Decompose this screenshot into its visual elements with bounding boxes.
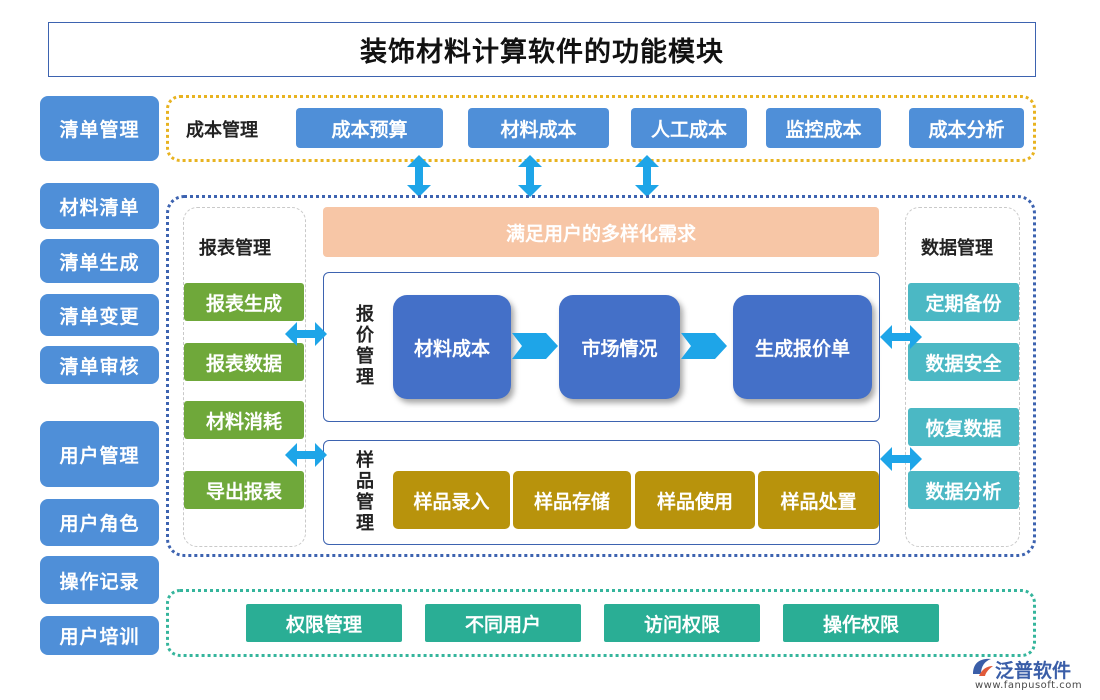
quote-management-label: 报价管理: [356, 304, 374, 388]
sample-entry-button[interactable]: 样品录入: [393, 471, 510, 529]
menu-item-operation-log[interactable]: 操作记录: [40, 556, 159, 604]
logo-name: 泛普软件: [995, 660, 1072, 682]
quote-step-material-cost[interactable]: 材料成本: [393, 295, 511, 399]
data-analysis-button[interactable]: 数据分析: [908, 471, 1019, 509]
report-data-button[interactable]: 报表数据: [184, 343, 304, 381]
quote-step-generate[interactable]: 生成报价单: [733, 295, 872, 399]
material-consumption-button[interactable]: 材料消耗: [184, 401, 304, 439]
cost-management-label: 成本管理: [186, 120, 258, 141]
horizontal-arrow-report-sample: [285, 443, 327, 467]
restore-data-button[interactable]: 恢复数据: [908, 408, 1019, 446]
menu-item-list-review[interactable]: 清单审核: [40, 346, 159, 384]
data-management-label: 数据管理: [921, 238, 993, 259]
menu-item-list-change[interactable]: 清单变更: [40, 294, 159, 336]
permission-management-button[interactable]: 权限管理: [246, 604, 402, 642]
data-management-column: [905, 207, 1020, 547]
export-report-button[interactable]: 导出报表: [184, 471, 304, 509]
logo-url: www.fanpusoft.com: [975, 680, 1083, 691]
horizontal-arrow-quote-data: [880, 325, 922, 349]
report-management-label: 报表管理: [199, 238, 271, 259]
chevron-right-icon: [681, 333, 727, 359]
main-module-frame: [166, 195, 1036, 557]
horizontal-arrow-report-quote: [285, 322, 327, 346]
sample-use-button[interactable]: 样品使用: [635, 471, 755, 529]
report-generate-button[interactable]: 报表生成: [184, 283, 304, 321]
scheduled-backup-button[interactable]: 定期备份: [908, 283, 1019, 321]
sample-storage-button[interactable]: 样品存储: [513, 471, 631, 529]
menu-item-user-management[interactable]: 用户管理: [40, 421, 159, 487]
vertical-arrow-3: [635, 155, 659, 197]
menu-item-user-roles[interactable]: 用户角色: [40, 499, 159, 546]
labor-cost-button[interactable]: 人工成本: [631, 108, 747, 148]
operation-permission-button[interactable]: 操作权限: [783, 604, 939, 642]
chevron-right-icon: [512, 333, 558, 359]
menu-item-list-generation[interactable]: 清单生成: [40, 239, 159, 283]
vertical-arrow-2: [518, 155, 542, 197]
quote-step-market[interactable]: 市场情况: [559, 295, 680, 399]
cost-analysis-button[interactable]: 成本分析: [909, 108, 1024, 148]
report-management-column: [183, 207, 306, 547]
different-users-button[interactable]: 不同用户: [425, 604, 581, 642]
menu-item-user-training[interactable]: 用户培训: [40, 616, 159, 655]
sample-management-label: 样品管理: [356, 450, 374, 534]
cost-management-frame: [166, 95, 1036, 162]
horizontal-arrow-sample-data: [880, 447, 922, 471]
sample-disposal-button[interactable]: 样品处置: [758, 471, 879, 529]
cost-budget-button[interactable]: 成本预算: [296, 108, 443, 148]
material-cost-button[interactable]: 材料成本: [468, 108, 609, 148]
user-needs-banner: 满足用户的多样化需求: [323, 207, 879, 257]
permissions-frame: [166, 589, 1036, 657]
menu-item-material-list[interactable]: 材料清单: [40, 183, 159, 229]
monitor-cost-button[interactable]: 监控成本: [766, 108, 881, 148]
menu-item-list-management[interactable]: 清单管理: [40, 96, 159, 161]
fanpu-logo-icon: [973, 658, 993, 676]
page-title: 装饰材料计算软件的功能模块: [48, 22, 1036, 77]
vertical-arrow-1: [407, 155, 431, 197]
data-security-button[interactable]: 数据安全: [908, 343, 1019, 381]
access-permission-button[interactable]: 访问权限: [604, 604, 760, 642]
